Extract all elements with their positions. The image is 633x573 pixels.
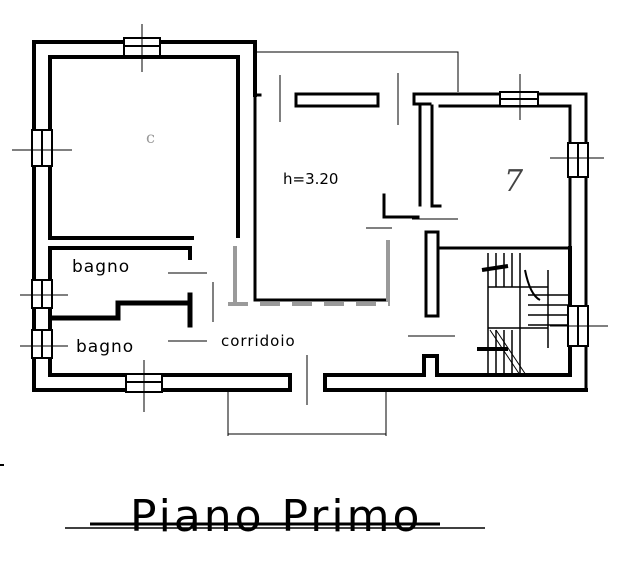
highlighted-walls bbox=[228, 240, 390, 306]
window-right bbox=[550, 142, 604, 178]
drawing-title: Piano Primo bbox=[130, 491, 423, 543]
walls bbox=[32, 40, 588, 392]
ceiling-height-label: h=3.20 bbox=[283, 170, 339, 188]
window-bottom bbox=[125, 360, 163, 412]
bottom-right-walls bbox=[323, 246, 588, 392]
bathroom-divider bbox=[49, 292, 193, 328]
window-top-left bbox=[123, 24, 161, 72]
window-right-lower bbox=[550, 305, 608, 347]
window-left bbox=[12, 129, 72, 167]
window-top-right bbox=[499, 74, 539, 120]
reference-lines bbox=[168, 51, 459, 436]
staircase bbox=[477, 253, 568, 376]
room-label-bagno-lower: bagno bbox=[76, 337, 135, 357]
room-label-bagno-upper: bagno bbox=[72, 257, 131, 277]
room-marker-left: c bbox=[146, 128, 155, 147]
central-room-walls bbox=[253, 92, 432, 302]
windows bbox=[12, 24, 608, 412]
window-left-bath-2 bbox=[20, 329, 68, 359]
central-opening-jamb bbox=[382, 193, 420, 219]
room-marker-seven: 7 bbox=[504, 164, 524, 199]
title-underline bbox=[65, 522, 485, 529]
room-label-corridoio: corridoio bbox=[221, 332, 296, 350]
window-left-bath-1 bbox=[20, 279, 68, 309]
